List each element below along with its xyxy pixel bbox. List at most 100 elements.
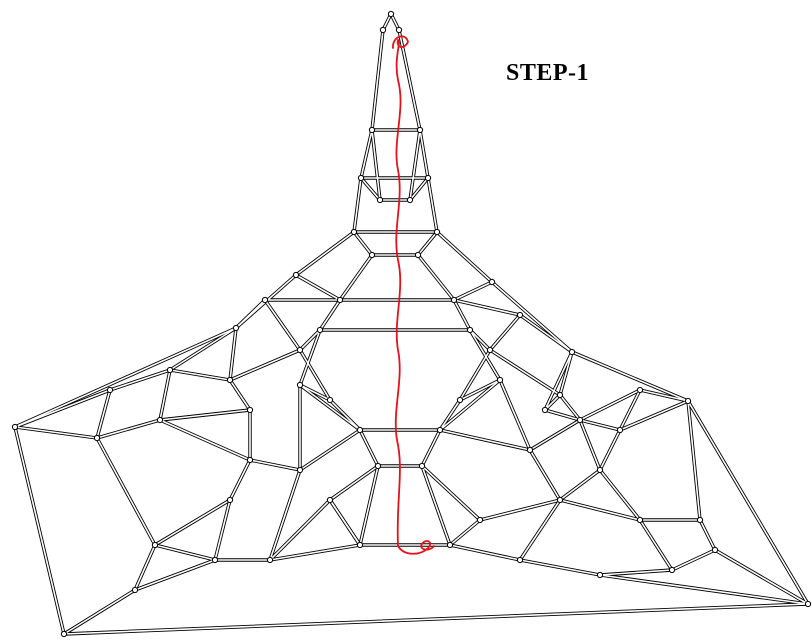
rope-segment — [14, 426, 98, 439]
rope-segment — [453, 299, 471, 331]
rope-knot — [376, 196, 384, 204]
rope-segment — [436, 231, 493, 283]
rope-knot — [804, 600, 812, 608]
rope-knot — [296, 466, 304, 474]
rope-segment — [264, 299, 301, 351]
rope-knot — [486, 346, 494, 354]
rope-segment — [159, 419, 251, 461]
rope-knot — [326, 396, 334, 404]
rope-segment — [295, 274, 341, 301]
rope-knot — [226, 496, 234, 504]
rope-knot — [226, 376, 234, 384]
rope-knot — [416, 126, 424, 134]
rope-segment — [269, 544, 361, 561]
rope-segment — [421, 465, 481, 521]
rope-knot — [636, 386, 644, 394]
rope-knot — [266, 556, 274, 564]
rope-segment — [63, 589, 136, 635]
rope-knot — [379, 26, 387, 34]
rope-segment — [229, 349, 301, 381]
rope-knot — [356, 426, 364, 434]
rope-segment — [154, 544, 216, 561]
rope-knot — [516, 556, 524, 564]
rope-segment — [453, 299, 521, 316]
rope-knot — [246, 406, 254, 414]
rope-knot — [151, 541, 159, 549]
rope-segment — [599, 569, 673, 576]
rope-knot — [476, 516, 484, 524]
rope-segment — [499, 379, 531, 451]
rope-knot — [636, 516, 644, 524]
rope-knot — [406, 196, 414, 204]
rope-segment — [299, 349, 331, 401]
rope-segment — [353, 177, 362, 233]
rope-segment — [269, 469, 301, 561]
rope-segment — [295, 231, 355, 276]
rope-knot — [466, 326, 474, 334]
rope-segment — [599, 574, 809, 605]
rope-segment — [519, 314, 573, 353]
rope-segment — [559, 394, 581, 421]
rope-knot — [356, 541, 364, 549]
rope-knot — [488, 278, 496, 286]
rope-segment — [439, 429, 531, 451]
rope-segment — [519, 499, 561, 561]
rope-knot — [93, 434, 101, 442]
rope-segment — [439, 379, 501, 431]
rope-segment — [599, 469, 641, 521]
rope-knot — [374, 462, 382, 470]
rope-segment — [714, 549, 809, 605]
rope-segment — [299, 384, 331, 401]
rope-knot — [11, 423, 19, 431]
rope-segment — [96, 437, 156, 546]
rope-segment — [687, 400, 701, 521]
rope-segment — [329, 499, 361, 546]
rope-segment — [427, 177, 438, 233]
rope-segment — [134, 559, 216, 591]
rope-segment — [449, 544, 521, 561]
rope-knot — [496, 376, 504, 384]
rope-knot — [296, 346, 304, 354]
rope-knot — [450, 296, 458, 304]
rope-knot — [326, 496, 334, 504]
rope-knot — [156, 416, 164, 424]
rope-segment — [469, 329, 501, 381]
rope-segment — [639, 519, 673, 571]
step-title: STEP-1 — [506, 60, 590, 86]
rope-knot — [568, 348, 576, 356]
rope-knot — [541, 406, 549, 414]
rope-segment — [559, 351, 573, 396]
rope-segment — [459, 379, 501, 401]
rope-knot — [246, 456, 254, 464]
rope-segment — [371, 29, 384, 131]
rope-segment — [353, 231, 373, 256]
rope-knots — [11, 10, 812, 638]
rope-segment — [619, 389, 641, 431]
rope-knot — [596, 466, 604, 474]
rope-knot — [668, 566, 676, 574]
rope-segment — [214, 499, 231, 561]
rope-knot — [131, 586, 139, 594]
rope-knot — [316, 326, 324, 334]
rope-segment — [229, 327, 237, 381]
rope-segment — [299, 429, 361, 471]
rope-segment — [544, 351, 573, 411]
rope-segment — [249, 459, 301, 471]
rope-knot — [456, 396, 464, 404]
highlighted-center-rope — [392, 35, 435, 555]
rope-segment — [559, 499, 641, 521]
rope-segment — [398, 29, 421, 131]
rope-knot — [436, 426, 444, 434]
rope-knot — [616, 426, 624, 434]
rope-knot — [684, 397, 692, 405]
rope-segment — [14, 389, 111, 428]
rope-segment — [417, 254, 455, 301]
rope-knot — [711, 546, 719, 554]
rope-segment — [439, 399, 461, 431]
rope-segment — [489, 314, 521, 351]
rope-segment — [579, 419, 621, 431]
rope-segment — [63, 603, 809, 635]
rope-knot — [261, 296, 269, 304]
rope-segment — [529, 419, 581, 451]
